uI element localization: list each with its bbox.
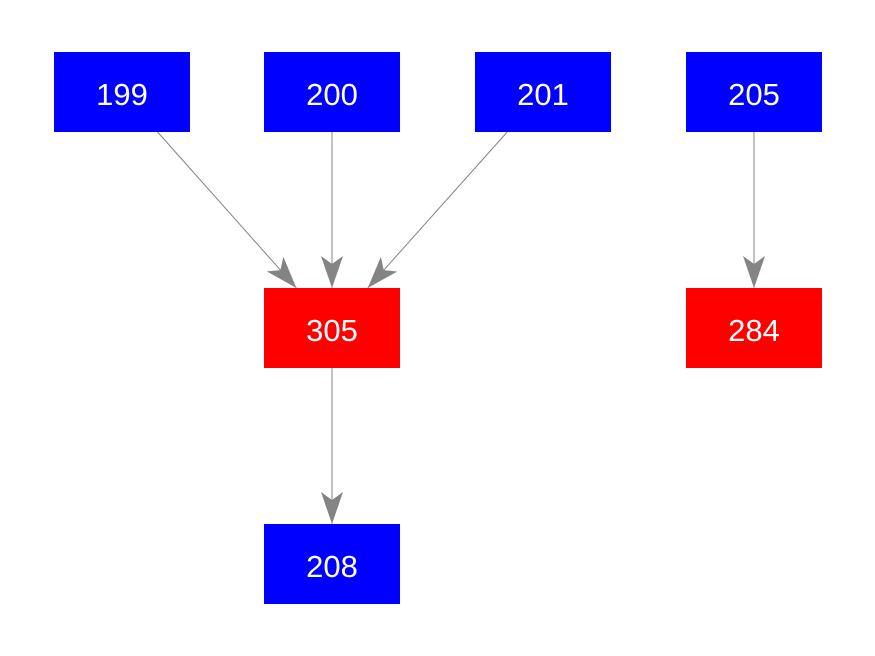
node-201[interactable]: 201: [475, 52, 611, 132]
node-305[interactable]: 305: [264, 288, 400, 368]
node-label: 305: [306, 312, 358, 348]
node-label: 201: [517, 76, 569, 112]
node-label: 200: [306, 76, 358, 112]
node-200[interactable]: 200: [264, 52, 400, 132]
edge-201-305: [367, 131, 508, 289]
node-208[interactable]: 208: [264, 524, 400, 604]
node-label: 199: [96, 76, 148, 112]
node-205[interactable]: 205: [686, 52, 822, 132]
node-label: 284: [728, 312, 780, 348]
edge-199-305: [157, 131, 297, 289]
node-label: 208: [306, 548, 358, 584]
node-284[interactable]: 284: [686, 288, 822, 368]
node-label: 205: [728, 76, 780, 112]
node-199[interactable]: 199: [54, 52, 190, 132]
